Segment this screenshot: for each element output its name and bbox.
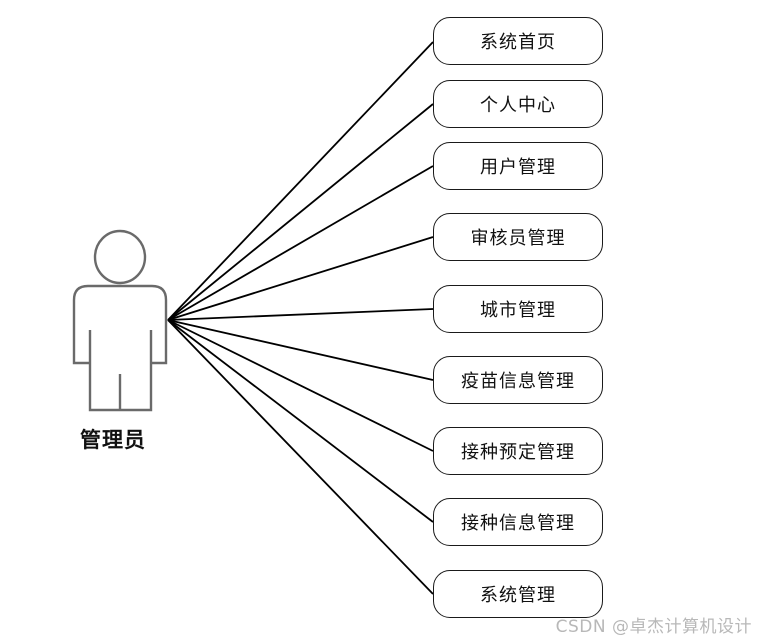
use-case-label: 审核员管理 [470,228,566,249]
actor-label: 管理员 [80,428,146,452]
use-case-city-management: 城市管理 [433,285,603,333]
use-case-label: 个人中心 [480,95,556,116]
watermark: CSDN @卓杰计算机设计 [555,617,752,637]
use-case-vaccination-booking-management: 接种预定管理 [433,427,603,475]
use-case-label: 城市管理 [480,300,556,321]
use-case-reviewer-management: 审核员管理 [433,213,603,261]
use-case-label: 用户管理 [480,157,556,178]
person-icon [72,229,168,412]
use-case-system-management: 系统管理 [433,570,603,618]
use-case-vaccine-info-management: 疫苗信息管理 [433,356,603,404]
use-case-system-home: 系统首页 [433,17,603,65]
use-case-label: 系统首页 [480,32,556,53]
use-case-vaccination-info-management: 接种信息管理 [433,498,603,546]
use-case-label: 疫苗信息管理 [461,371,575,392]
use-case-label: 接种信息管理 [461,513,575,534]
use-case-label: 接种预定管理 [461,442,575,463]
use-case-personal-center: 个人中心 [433,80,603,128]
use-case-label: 系统管理 [480,585,556,606]
use-case-user-management: 用户管理 [433,142,603,190]
